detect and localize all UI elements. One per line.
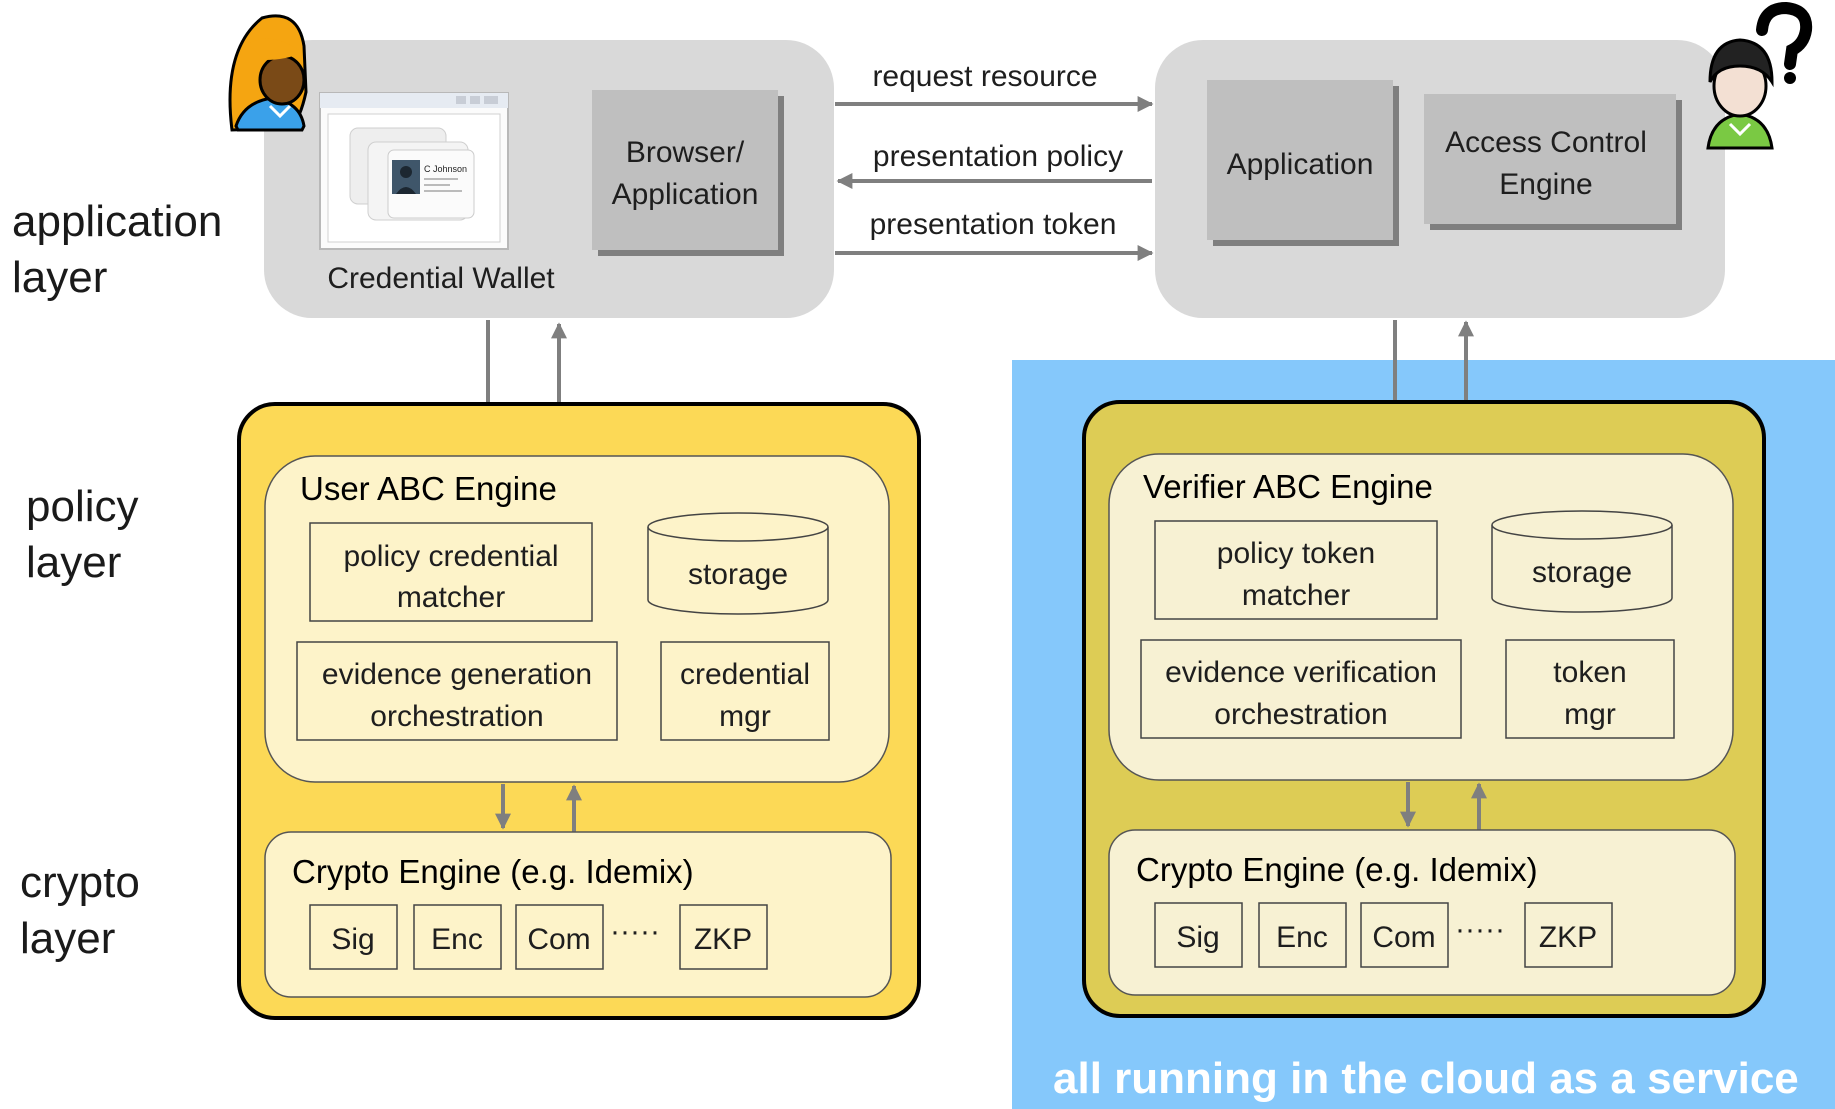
svg-text:layer: layer xyxy=(20,914,115,963)
svg-text:Com: Com xyxy=(1372,921,1435,954)
user-crypto-primitives: Sig Enc Com ····· ZKP xyxy=(309,904,768,970)
credential-wallet-label: Credential Wallet xyxy=(327,262,555,295)
svg-text:matcher: matcher xyxy=(1242,579,1350,612)
svg-text:policy credential: policy credential xyxy=(343,540,558,573)
message-arrows xyxy=(835,96,1154,261)
user-engine-crypto-arrows xyxy=(495,784,582,832)
user-crypto-engine-title: Crypto Engine (e.g. Idemix) xyxy=(292,853,694,890)
layer-label-crypto: crypto layer xyxy=(20,858,140,963)
svg-text:storage: storage xyxy=(688,558,788,591)
verifier-storage-cylinder: storage xyxy=(1491,510,1673,613)
verifier-engine-crypto-arrows xyxy=(1400,782,1487,830)
verifier-avatar-icon xyxy=(1706,1,1813,150)
svg-text:matcher: matcher xyxy=(397,581,505,614)
svg-text:Sig: Sig xyxy=(331,923,374,956)
svg-text:layer: layer xyxy=(12,253,107,302)
svg-text:layer: layer xyxy=(26,538,121,587)
message-presentation-token: presentation token xyxy=(870,208,1117,241)
evidence-verification-orchestration-box: evidence verification orchestration xyxy=(1140,639,1462,739)
svg-text:Com: Com xyxy=(527,923,590,956)
user-abc-engine-title: User ABC Engine xyxy=(300,470,557,507)
svg-text:Enc: Enc xyxy=(1276,921,1328,954)
browser-application-box: Browser/ Application xyxy=(592,90,784,256)
access-control-engine-box: Access Control Engine xyxy=(1424,94,1682,230)
application-box: Application xyxy=(1207,80,1399,246)
svg-text:application: application xyxy=(12,197,222,246)
policy-credential-matcher-box: policy credential matcher xyxy=(309,522,593,622)
svg-text:Engine: Engine xyxy=(1499,168,1592,201)
svg-text:policy: policy xyxy=(26,482,139,531)
svg-text:mgr: mgr xyxy=(1564,698,1616,731)
svg-text:ZKP: ZKP xyxy=(694,923,752,956)
svg-text:ZKP: ZKP xyxy=(1539,921,1597,954)
svg-text:policy token: policy token xyxy=(1217,537,1375,570)
svg-text:Access Control: Access Control xyxy=(1445,126,1647,159)
svg-text:mgr: mgr xyxy=(719,700,771,733)
svg-text:Application: Application xyxy=(1227,148,1374,181)
svg-text:evidence verification: evidence verification xyxy=(1165,656,1437,689)
svg-text:orchestration: orchestration xyxy=(370,700,543,733)
svg-text:evidence generation: evidence generation xyxy=(322,658,592,691)
credential-wallet-window: C Johnson xyxy=(319,92,509,250)
user-avatar-icon xyxy=(228,14,308,132)
layer-label-application: application layer xyxy=(12,197,222,302)
message-request-resource: request resource xyxy=(872,60,1097,93)
svg-text:crypto: crypto xyxy=(20,858,140,907)
svg-text:token: token xyxy=(1553,656,1626,689)
svg-text:storage: storage xyxy=(1532,556,1632,589)
verifier-crypto-engine-title: Crypto Engine (e.g. Idemix) xyxy=(1136,851,1538,888)
svg-text:Browser/: Browser/ xyxy=(626,136,745,169)
svg-text:credential: credential xyxy=(680,658,810,691)
verifier-crypto-primitives: Sig Enc Com ····· ZKP xyxy=(1154,902,1613,968)
svg-text:·····: ····· xyxy=(610,915,660,948)
user-storage-cylinder: storage xyxy=(647,512,829,615)
cloud-caption: all running in the cloud as a service xyxy=(1053,1054,1799,1103)
message-presentation-policy: presentation policy xyxy=(873,140,1123,173)
svg-text:Sig: Sig xyxy=(1176,921,1219,954)
evidence-generation-orchestration-box: evidence generation orchestration xyxy=(296,641,618,741)
token-mgr-box: token mgr xyxy=(1505,639,1675,739)
svg-text:C Johnson: C Johnson xyxy=(424,164,467,174)
svg-text:Application: Application xyxy=(612,178,759,211)
credential-mgr-box: credential mgr xyxy=(660,641,830,741)
svg-text:Enc: Enc xyxy=(431,923,483,956)
svg-text:·····: ····· xyxy=(1455,913,1505,946)
svg-text:orchestration: orchestration xyxy=(1214,698,1387,731)
verifier-abc-engine-title: Verifier ABC Engine xyxy=(1143,468,1433,505)
policy-token-matcher-box: policy token matcher xyxy=(1154,520,1438,620)
layer-label-policy: policy layer xyxy=(26,482,139,587)
